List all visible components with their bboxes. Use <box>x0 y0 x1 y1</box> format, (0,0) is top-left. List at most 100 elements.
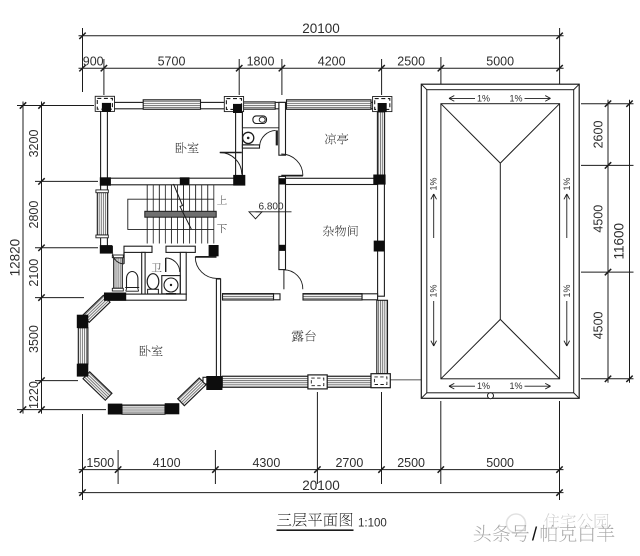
wall-bath2-bottom <box>241 144 261 149</box>
level-triangle <box>247 211 264 220</box>
wall-terrace-top-jamb <box>272 293 281 301</box>
slope-label: 1% <box>509 381 522 391</box>
watermark: / <box>473 513 615 546</box>
level-text: 6.800 <box>259 201 284 212</box>
window-bay-west <box>77 327 89 365</box>
stair-handrail <box>144 210 217 218</box>
column <box>278 178 286 185</box>
column <box>377 103 387 113</box>
window-bath2-top <box>242 101 276 110</box>
wall-bath1-divider <box>141 251 146 295</box>
bottom-dimension-chain: 20100 1500 4100 4300 2700 2500 5000 <box>78 392 564 500</box>
column <box>233 174 246 186</box>
column <box>164 403 180 415</box>
column <box>233 103 243 113</box>
dim-text: 4500 <box>592 311 606 339</box>
window-bedroom1-top <box>142 99 202 110</box>
toilet-bath1 <box>146 273 160 290</box>
door-arc-closet <box>112 252 125 265</box>
roof-hip <box>499 103 560 164</box>
window-bay-se <box>176 377 207 407</box>
roof-hip <box>499 319 560 380</box>
level-marker: 6.800 <box>247 201 292 220</box>
window-pavilion-right <box>376 111 386 179</box>
roof-parapet-inner <box>426 89 575 394</box>
roof-hip <box>440 103 501 164</box>
wall-terrace-top-right <box>361 293 379 301</box>
wall-pavilion-storage <box>284 177 379 186</box>
dim-text: 3200 <box>27 130 41 158</box>
basin-bath1 <box>125 270 139 289</box>
dim-text: 20100 <box>302 478 340 493</box>
column <box>373 240 385 252</box>
dim-text: 4100 <box>153 456 181 470</box>
slope-label: 1% <box>429 177 439 190</box>
railing-terrace-bottom <box>221 375 372 388</box>
drawing-title: 1:100 <box>276 512 387 532</box>
door-arc-bedroom1 <box>219 152 243 175</box>
window-stair-left <box>96 191 109 236</box>
dim-text: 2700 <box>335 456 363 470</box>
dim-text: 4200 <box>318 54 346 68</box>
dim-text: 2800 <box>27 201 41 229</box>
slope-label: 1% <box>562 284 572 297</box>
dim-text: 3500 <box>27 325 41 353</box>
doors <box>112 129 304 290</box>
watermark-byline: / <box>473 525 615 546</box>
roof-drain <box>487 392 494 400</box>
slope-label: 1% <box>509 93 522 103</box>
wall-bedroom2-right <box>215 278 222 381</box>
columns <box>76 95 393 415</box>
staircase <box>127 183 227 244</box>
window-terrace-top-left <box>221 293 275 301</box>
dim-text: 12820 <box>8 239 23 277</box>
dim-text: 1500 <box>86 456 114 470</box>
column <box>99 245 113 254</box>
wall-hall-bottom <box>165 245 196 253</box>
top-dimension-chain: 20100 900 5700 1800 4200 2500 5000 <box>78 21 564 150</box>
slope-label: 1% <box>477 381 490 391</box>
dim-text: 2500 <box>397 456 425 470</box>
dim-text: 1220 <box>27 381 41 409</box>
wall-pavilion-left-lower <box>278 175 287 271</box>
dim-text: 5000 <box>486 54 514 68</box>
stair-flight-line <box>127 198 214 230</box>
column <box>206 376 223 390</box>
slope-label: 1% <box>429 284 439 297</box>
right-dimension-chain: 11600 2600 4500 4500 <box>581 99 634 383</box>
wall-bedroom1-stair <box>100 177 243 186</box>
dim-text: 4300 <box>252 456 280 470</box>
stair-break-line <box>173 183 192 230</box>
dim-text: 4500 <box>592 205 606 233</box>
column <box>101 102 111 112</box>
wall-pavilion-left-upper <box>278 101 287 156</box>
toilet-bath2 <box>252 115 268 125</box>
wall-bath1-right <box>179 251 187 295</box>
door-arc-bath1 <box>165 257 181 273</box>
column <box>373 174 386 185</box>
door-arc-pavilion <box>281 153 304 176</box>
left-dimension-chain: 12820 3200 2800 2100 3500 1220 <box>8 101 106 414</box>
column <box>107 403 123 415</box>
column <box>99 177 111 186</box>
dim-text: 2600 <box>592 121 606 149</box>
dim-text: 1800 <box>247 54 275 68</box>
svg-text:/: / <box>532 525 538 546</box>
column <box>76 363 89 377</box>
title-scale: 1:100 <box>358 518 387 530</box>
door-arc-terrace <box>283 269 304 290</box>
dim-text: 5000 <box>486 456 514 470</box>
roof-plan: 1% 1% 1% 1% 1% 1% 1% 1% <box>420 83 580 400</box>
window-bay-south <box>121 404 166 415</box>
wall-hall-bottom <box>123 245 153 253</box>
dim-text: 5700 <box>158 54 186 68</box>
dim-text: 11600 <box>612 223 627 260</box>
dim-text: 900 <box>83 54 104 68</box>
column <box>104 292 127 301</box>
fixtures <box>125 111 268 295</box>
window-terrace-top-right <box>302 293 363 301</box>
column <box>179 177 190 185</box>
roof-plane <box>440 103 561 380</box>
